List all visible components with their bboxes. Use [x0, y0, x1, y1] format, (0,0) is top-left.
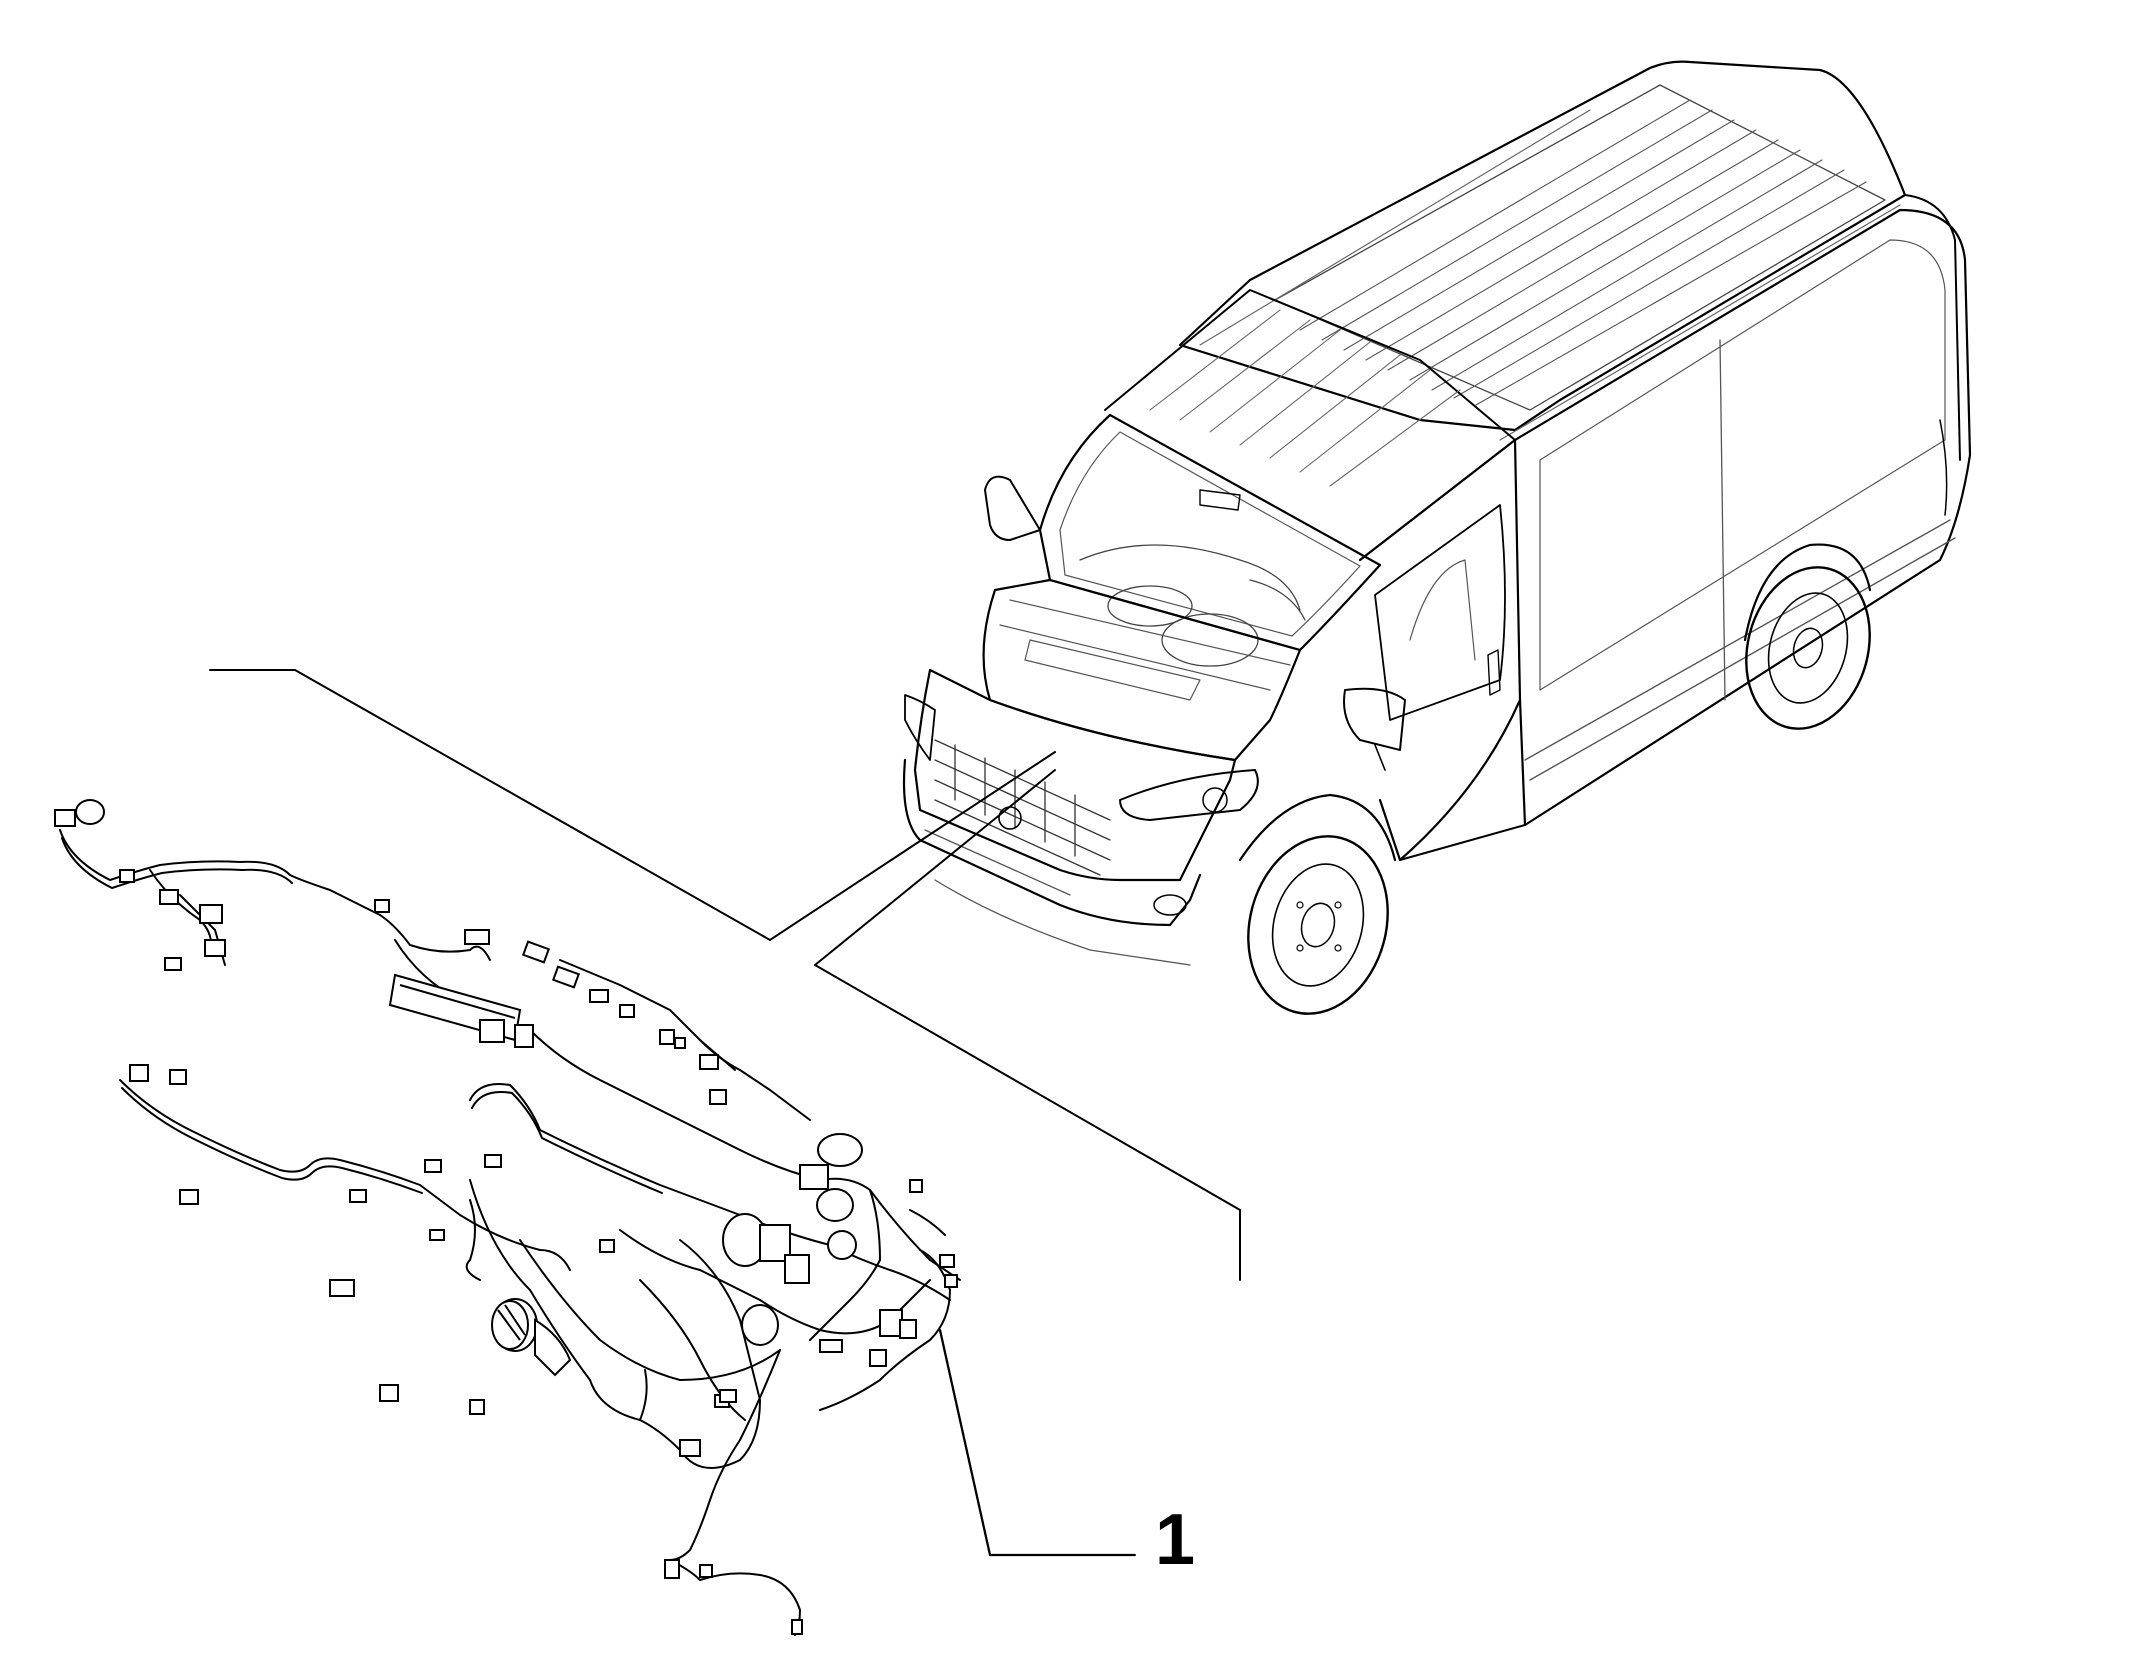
callout-leader [938, 1329, 1135, 1557]
round-component [491, 1300, 529, 1350]
van-illustration [902, 60, 1972, 1015]
leader-lines [209, 669, 1241, 1556]
callout-number-1: 1 [1155, 1500, 1196, 1580]
harness-connectors [54, 799, 958, 1635]
wiring-harness [59, 829, 961, 1636]
